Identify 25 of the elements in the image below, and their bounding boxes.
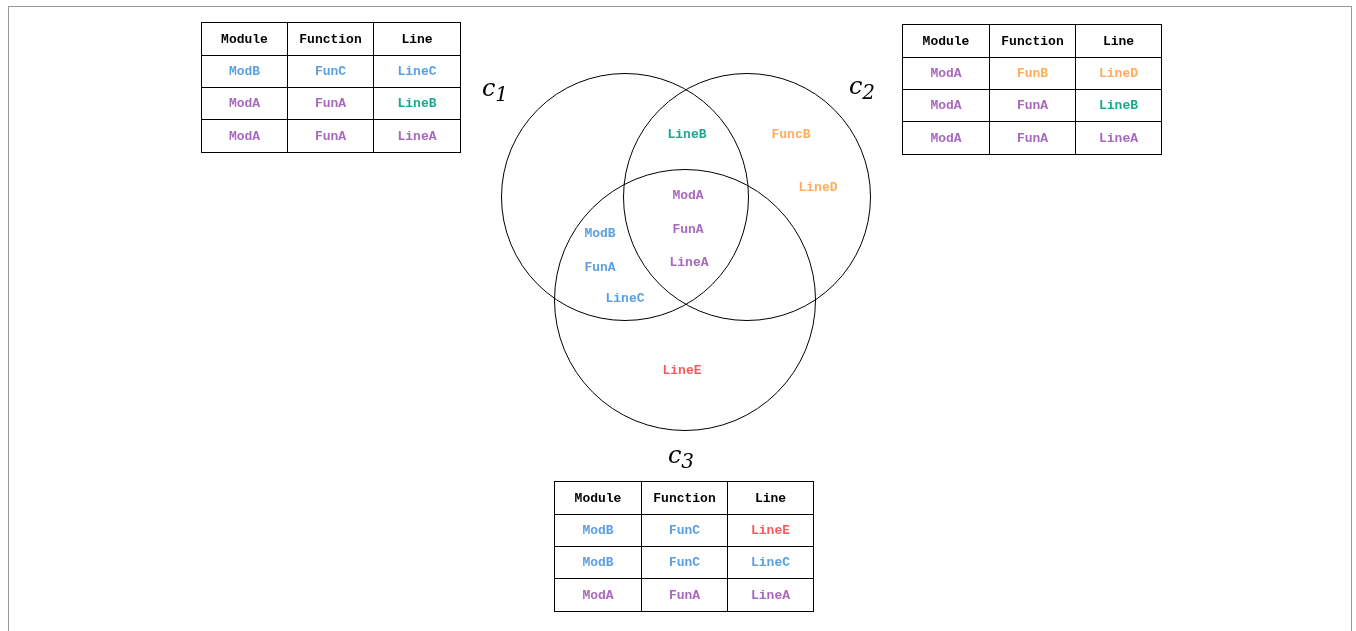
region-label: LineE	[662, 362, 702, 378]
region-label: FunA	[672, 221, 704, 237]
column-header: Module	[902, 24, 990, 58]
column-header: Module	[554, 481, 642, 515]
table-cell: LineA	[727, 578, 814, 612]
region-label: LineD	[798, 179, 838, 195]
set-label: c$_{1}$	[481, 73, 509, 107]
table-cell: ModA	[554, 578, 642, 612]
region-label: FunA	[584, 259, 616, 275]
table-cell: LineA	[373, 119, 461, 153]
table-cell: ModA	[201, 119, 288, 153]
column-header: Line	[727, 481, 814, 515]
region-label: FuncB	[771, 126, 811, 142]
table-cell: ModA	[902, 121, 990, 155]
region-label: ModA	[672, 187, 704, 203]
region-label: LineA	[669, 254, 709, 270]
set-label: c$_{3}$	[667, 440, 695, 474]
table-cell: LineA	[1075, 121, 1162, 155]
column-header: Line	[373, 22, 461, 56]
region-label: LineB	[667, 126, 707, 142]
column-header: Module	[201, 22, 288, 56]
region-label: ModB	[584, 225, 616, 241]
set-label: c$_{2}$	[848, 71, 876, 105]
column-header: Line	[1075, 24, 1162, 58]
region-label: LineC	[605, 290, 645, 306]
